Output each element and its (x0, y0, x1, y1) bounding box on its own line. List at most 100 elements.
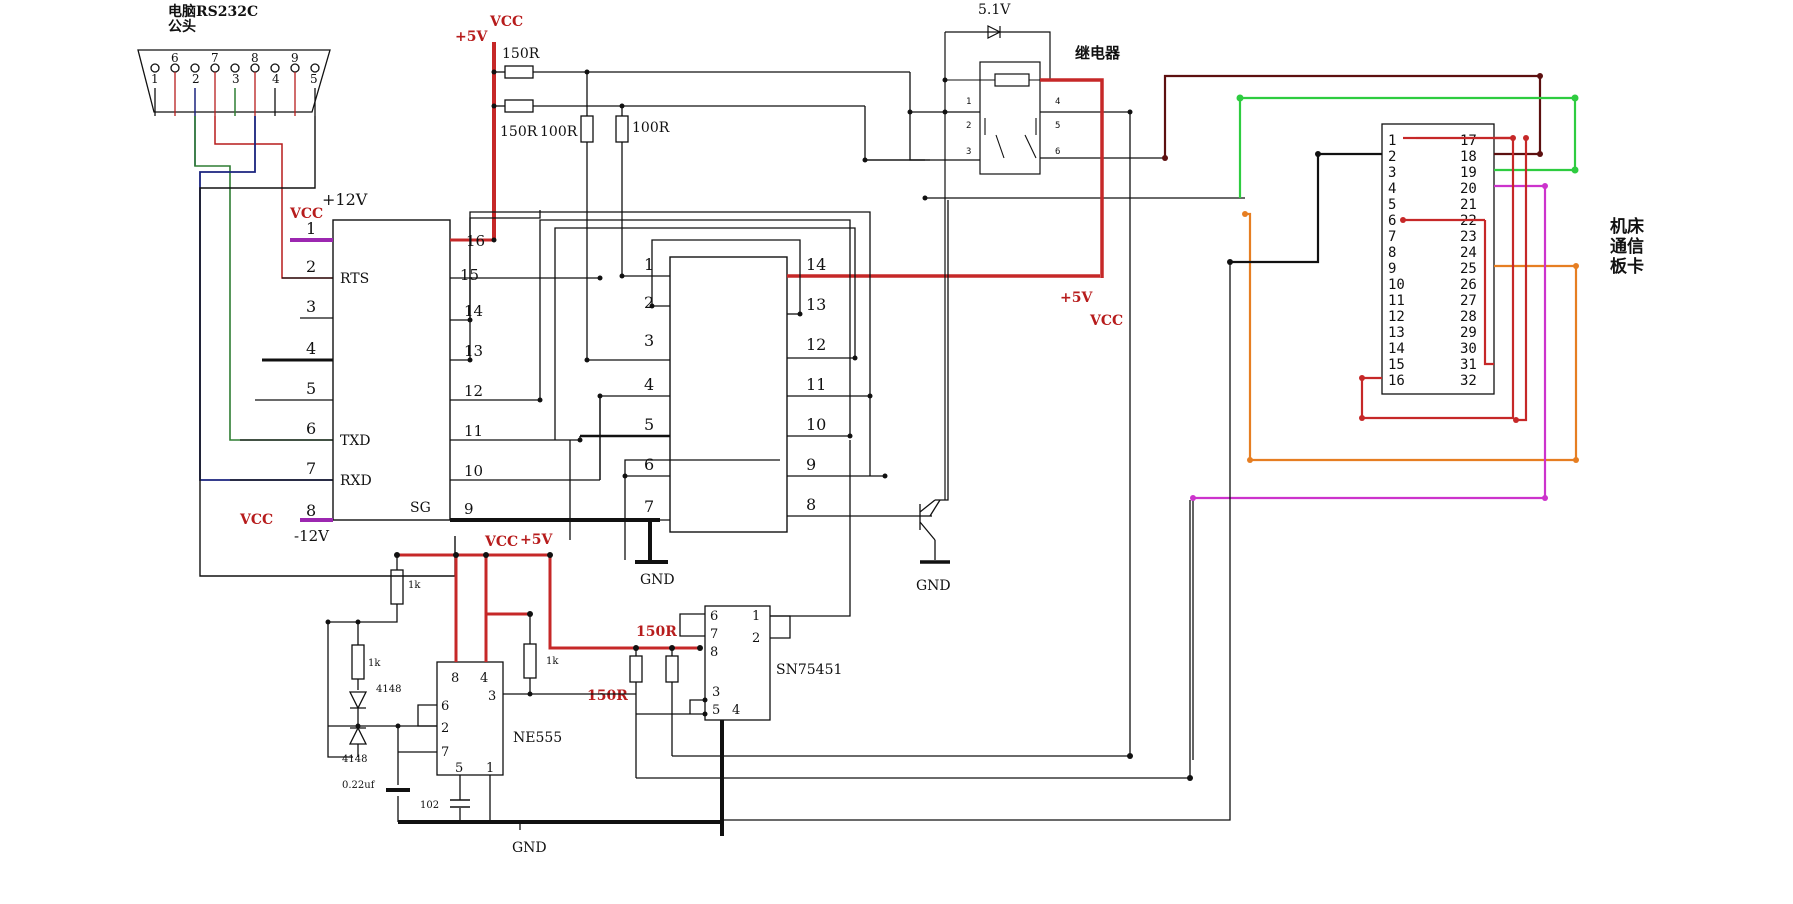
svg-text:16: 16 (466, 232, 485, 250)
svg-text:6: 6 (171, 51, 179, 65)
svg-text:1: 1 (486, 761, 494, 776)
rs232-connector: 电脑RS232C 公头 6 7 8 9 1 2 3 4 5 (137, 3, 331, 166)
svg-text:7: 7 (211, 51, 219, 65)
svg-text:6: 6 (306, 419, 316, 438)
ne555-label: NE555 (513, 730, 562, 746)
svg-text:100R: 100R (632, 120, 670, 136)
svg-text:3: 3 (1388, 165, 1396, 181)
gnd-label-ic2: GND (640, 572, 675, 588)
svg-text:8: 8 (1388, 245, 1396, 261)
svg-text:23: 23 (1460, 229, 1477, 245)
svg-text:VCC: VCC (489, 14, 523, 30)
svg-text:8: 8 (806, 495, 816, 514)
svg-text:3: 3 (488, 689, 496, 704)
svg-text:5: 5 (455, 761, 463, 776)
svg-text:通信: 通信 (1610, 236, 1644, 257)
svg-text:14: 14 (1388, 341, 1405, 357)
svg-text:8: 8 (306, 501, 316, 520)
relay: 5.1V 1 2 3 4 5 6 继电器 + (862, 2, 1245, 756)
svg-text:3: 3 (966, 147, 971, 157)
svg-text:19: 19 (1460, 165, 1477, 181)
svg-text:12: 12 (464, 382, 483, 400)
svg-text:13: 13 (1388, 325, 1405, 341)
svg-text:4: 4 (732, 703, 740, 718)
ic-interconnect (469, 72, 932, 564)
svg-text:11: 11 (464, 422, 483, 440)
svg-text:1: 1 (966, 97, 971, 107)
svg-text:9: 9 (1388, 261, 1396, 277)
svg-text:16: 16 (1388, 373, 1405, 389)
svg-text:RXD: RXD (340, 473, 372, 489)
rs232-title: 电脑RS232C (168, 3, 258, 20)
svg-text:5: 5 (306, 379, 316, 398)
svg-text:4: 4 (306, 339, 316, 358)
svg-text:0.22uf: 0.22uf (342, 780, 376, 791)
relay-label: 继电器 (1075, 44, 1121, 62)
svg-text:RTS: RTS (340, 271, 369, 287)
svg-text:1: 1 (752, 609, 760, 624)
svg-text:6: 6 (710, 609, 718, 624)
machine-card: 1 2 3 4 5 6 7 8 9 10 11 12 13 14 15 16 1… (722, 73, 1645, 821)
svg-text:+12V: +12V (322, 190, 368, 209)
svg-text:150R: 150R (636, 624, 677, 640)
svg-text:32: 32 (1460, 373, 1477, 389)
svg-text:2: 2 (192, 72, 200, 86)
svg-text:机床: 机床 (1610, 216, 1645, 237)
svg-text:150R: 150R (500, 124, 538, 140)
max232-body (332, 219, 451, 521)
svg-text:10: 10 (464, 462, 483, 480)
svg-text:12: 12 (806, 335, 826, 354)
svg-text:9: 9 (806, 455, 816, 474)
svg-text:1k: 1k (368, 658, 381, 669)
svg-text:3: 3 (232, 72, 240, 86)
svg-text:+5V: +5V (1060, 290, 1093, 306)
svg-text:4148: 4148 (342, 754, 367, 765)
svg-text:14: 14 (464, 302, 483, 320)
svg-text:TXD: TXD (340, 433, 371, 449)
svg-text:9: 9 (291, 51, 299, 65)
svg-text:7: 7 (441, 745, 449, 760)
gnd-label-transistor: GND (916, 578, 951, 594)
svg-text:1: 1 (151, 72, 159, 86)
svg-text:5: 5 (310, 72, 318, 86)
svg-text:10: 10 (806, 415, 826, 434)
max232-ic: 1 2 3 4 5 6 7 8 RTS TXD RXD SG 16 15 14 … (230, 190, 660, 545)
svg-text:4: 4 (1388, 181, 1396, 197)
svg-text:1: 1 (1388, 133, 1396, 149)
svg-text:25: 25 (1460, 261, 1477, 277)
svg-text:100R: 100R (540, 124, 578, 140)
svg-text:VCC: VCC (484, 534, 518, 550)
svg-text:8: 8 (710, 645, 718, 660)
svg-text:150R: 150R (587, 688, 628, 704)
svg-text:3: 3 (306, 297, 316, 316)
svg-text:20: 20 (1460, 181, 1477, 197)
svg-text:5: 5 (1388, 197, 1396, 213)
svg-text:+5V: +5V (455, 29, 488, 45)
svg-text:29: 29 (1460, 325, 1477, 341)
svg-text:4: 4 (1055, 97, 1060, 107)
svg-text:10: 10 (1388, 277, 1405, 293)
svg-text:18: 18 (1460, 149, 1477, 165)
svg-text:7: 7 (644, 497, 654, 516)
sn75451-label: SN75451 (776, 662, 842, 678)
svg-text:5: 5 (644, 415, 654, 434)
svg-text:7: 7 (306, 459, 316, 478)
svg-text:VCC: VCC (239, 512, 273, 528)
svg-text:板卡: 板卡 (1610, 256, 1644, 277)
svg-text:SG: SG (410, 500, 431, 516)
svg-text:-12V: -12V (294, 527, 330, 545)
svg-text:102: 102 (420, 800, 439, 811)
top-power-network: VCC +5V 150R 150R 100R 100R (455, 14, 910, 360)
svg-text:8: 8 (451, 671, 459, 686)
svg-text:1: 1 (306, 219, 316, 238)
svg-text:13: 13 (464, 342, 483, 360)
svg-text:28: 28 (1460, 309, 1477, 325)
svg-text:150R: 150R (502, 46, 540, 62)
svg-text:13: 13 (806, 295, 826, 314)
ne555-ic: NE555 8 4 6 2 7 3 5 1 VCC +5V (325, 532, 722, 856)
svg-text:2: 2 (1388, 149, 1396, 165)
svg-text:4148: 4148 (376, 684, 401, 695)
svg-text:VCC: VCC (1089, 313, 1123, 329)
svg-text:1: 1 (644, 255, 654, 274)
